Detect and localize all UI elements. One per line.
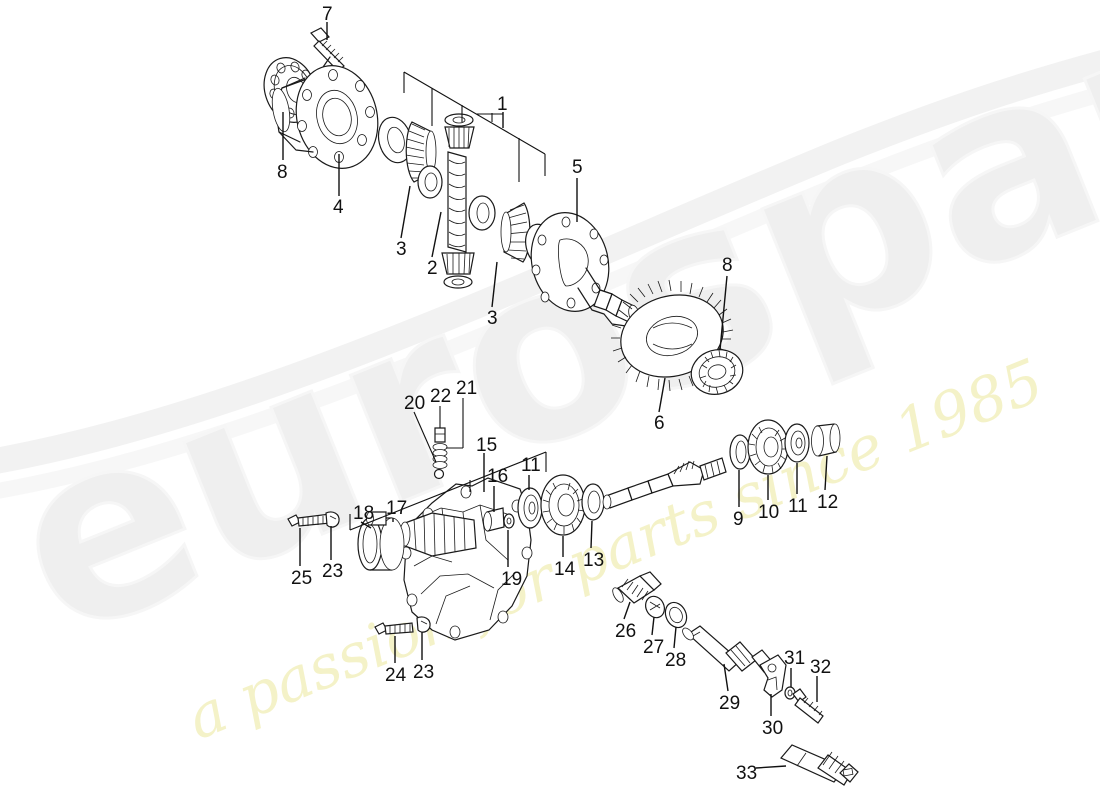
callout-23b: 23 xyxy=(413,662,434,683)
callout-8b: 8 xyxy=(722,255,733,276)
part-26-speedo-drive-gear xyxy=(612,571,662,604)
callout-21: 21 xyxy=(456,378,477,399)
callout-5: 5 xyxy=(572,157,583,178)
callout-33: 33 xyxy=(736,763,757,784)
callout-32: 32 xyxy=(810,657,831,678)
part-24-bolt xyxy=(374,622,414,635)
part-18-seal-ring xyxy=(357,517,405,571)
callout-10: 10 xyxy=(758,502,779,523)
part-23-lock-washer-a xyxy=(325,511,340,528)
callout-13: 13 xyxy=(583,550,604,571)
part-3-thrust-washer-b xyxy=(417,165,443,199)
callout-9: 9 xyxy=(733,509,744,530)
part-14-roller-bearing xyxy=(540,474,586,536)
group-bracket-detent xyxy=(413,398,464,463)
callout-11b: 11 xyxy=(788,496,808,517)
callout-2: 2 xyxy=(427,258,438,279)
part-2-pinion-shaft xyxy=(447,151,467,253)
pinion-shaft-assembly xyxy=(602,457,727,510)
callout-6: 6 xyxy=(654,413,665,434)
group-bracket-upper xyxy=(403,71,546,182)
callout-14: 14 xyxy=(554,559,576,580)
callout-22: 22 xyxy=(430,386,451,407)
callout-7: 7 xyxy=(322,4,333,25)
part-32-bolt xyxy=(792,688,824,724)
part-9-shim-ring xyxy=(729,434,751,470)
part-22-detent-plunger xyxy=(434,427,446,443)
part-11-seal-a xyxy=(517,487,543,529)
callout-31: 31 xyxy=(784,648,805,669)
part-1-side-gear-right xyxy=(500,202,531,263)
part-7-bolt xyxy=(310,27,345,81)
part-27-retainer-clip xyxy=(645,595,665,619)
group-bracket-lower xyxy=(349,451,547,531)
leader-lines xyxy=(282,22,828,769)
callout-23a: 23 xyxy=(322,561,343,582)
part-3-thrust-washer-c xyxy=(468,195,496,231)
callout-8a: 8 xyxy=(277,162,288,183)
part-21-detent-spring xyxy=(432,443,448,469)
part-33-connector-plug xyxy=(780,744,859,786)
part-30-retaining-bracket xyxy=(759,654,787,698)
part-19-snap-ring xyxy=(503,513,515,529)
part-31-washer xyxy=(784,686,796,700)
callout-16: 16 xyxy=(487,466,508,487)
part-10-roller-bearing xyxy=(747,419,789,475)
callout-26: 26 xyxy=(615,621,636,642)
callout-4: 4 xyxy=(333,197,344,218)
callout-17: 17 xyxy=(386,498,407,519)
part-28-o-ring xyxy=(664,601,688,629)
callout-29: 29 xyxy=(719,693,740,714)
callout-1: 1 xyxy=(497,94,508,115)
callout-24: 24 xyxy=(385,665,407,686)
part-4-differential-case xyxy=(271,65,379,169)
part-29-speedo-sensor xyxy=(682,625,775,673)
callout-27: 27 xyxy=(643,637,664,658)
part-12-spacer-sleeve xyxy=(811,423,841,457)
callout-11a: 11 xyxy=(521,455,541,476)
part-11-seal-b xyxy=(784,423,810,463)
callout-18: 18 xyxy=(353,503,374,524)
callout-19: 19 xyxy=(501,569,522,590)
callout-15: 15 xyxy=(476,435,497,456)
callout-30: 30 xyxy=(762,718,783,739)
callout-12: 12 xyxy=(817,492,838,513)
part-8-bearing-right xyxy=(690,349,744,395)
callout-3a: 3 xyxy=(396,239,407,260)
callout-25: 25 xyxy=(291,568,312,589)
callout-3b: 3 xyxy=(487,308,498,329)
part-1-bevel-pinion-bottom xyxy=(441,252,475,289)
callout-20: 20 xyxy=(404,393,425,414)
callout-28: 28 xyxy=(665,650,686,671)
part-25-bolt-long xyxy=(287,513,332,527)
part-23-lock-washer-b xyxy=(416,616,431,633)
part-16-bushing xyxy=(483,507,505,532)
part-3-thrust-washer-a xyxy=(377,116,413,164)
part-13-shim-washer xyxy=(581,483,605,521)
part-20-detent-ball xyxy=(433,468,445,480)
